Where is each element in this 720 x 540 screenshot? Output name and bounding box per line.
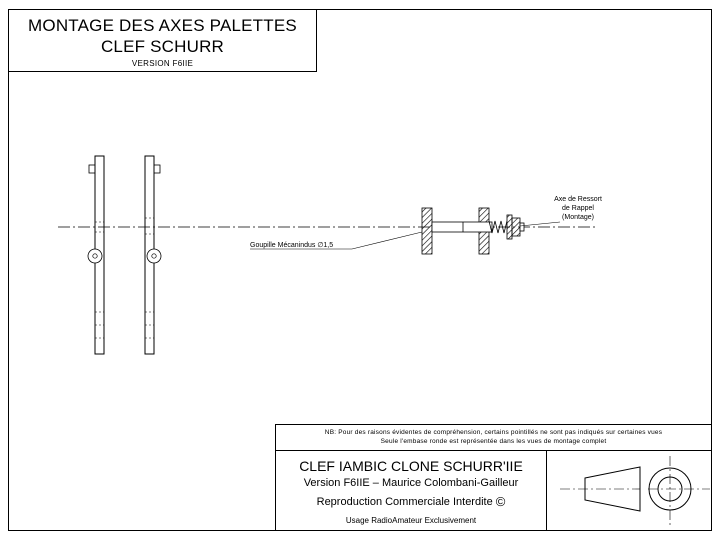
spring-axis-label-2: de Rappel	[562, 205, 594, 212]
spring-axis-assembly	[421, 207, 525, 255]
note-box: NB: Pour des raisons évidentes de compré…	[275, 424, 712, 451]
spring-axis-leader	[519, 221, 561, 227]
copyright-icon: ©	[495, 494, 506, 509]
cartouche-title: CLEF IAMBIC CLONE SCHURR'IIE	[299, 458, 523, 474]
title-line-1: MONTAGE DES AXES PALETTES	[28, 16, 297, 35]
pin-label: Goupille Mécanindus ∅1,5	[250, 242, 333, 249]
paddle-arm-left	[87, 155, 105, 355]
cartouche: CLEF IAMBIC CLONE SCHURR'IIE Version F6I…	[275, 450, 712, 531]
paddle-arm-right	[144, 155, 162, 355]
cartouche-reproduction: Reproduction Commerciale Interdite ©	[276, 494, 546, 509]
cartouche-author: Version F6IIE – Maurice Colombani-Gaille…	[303, 477, 519, 489]
pin-leader	[250, 231, 423, 250]
projection-symbol	[560, 456, 710, 526]
reproduction-text: Reproduction Commerciale Interdite	[316, 496, 493, 508]
title-version: VERSION F6IIE	[131, 59, 194, 68]
title-line-2: CLEF SCHURR	[100, 37, 225, 56]
note-line-2: Seule l'embase ronde est représentée dan…	[380, 438, 607, 445]
title-block: MONTAGE DES AXES PALETTES CLEF SCHURR VE…	[8, 9, 317, 72]
cartouche-usage: Usage RadioAmateur Exclusivement	[345, 516, 477, 525]
spring-axis-label-3: (Montage)	[562, 214, 594, 221]
cartouche-text: CLEF IAMBIC CLONE SCHURR'IIE Version F6I…	[276, 451, 547, 530]
spring-axis-label-1: Axe de Ressort	[554, 196, 602, 203]
note-line-1: NB: Pour des raisons évidentes de compré…	[324, 429, 663, 436]
